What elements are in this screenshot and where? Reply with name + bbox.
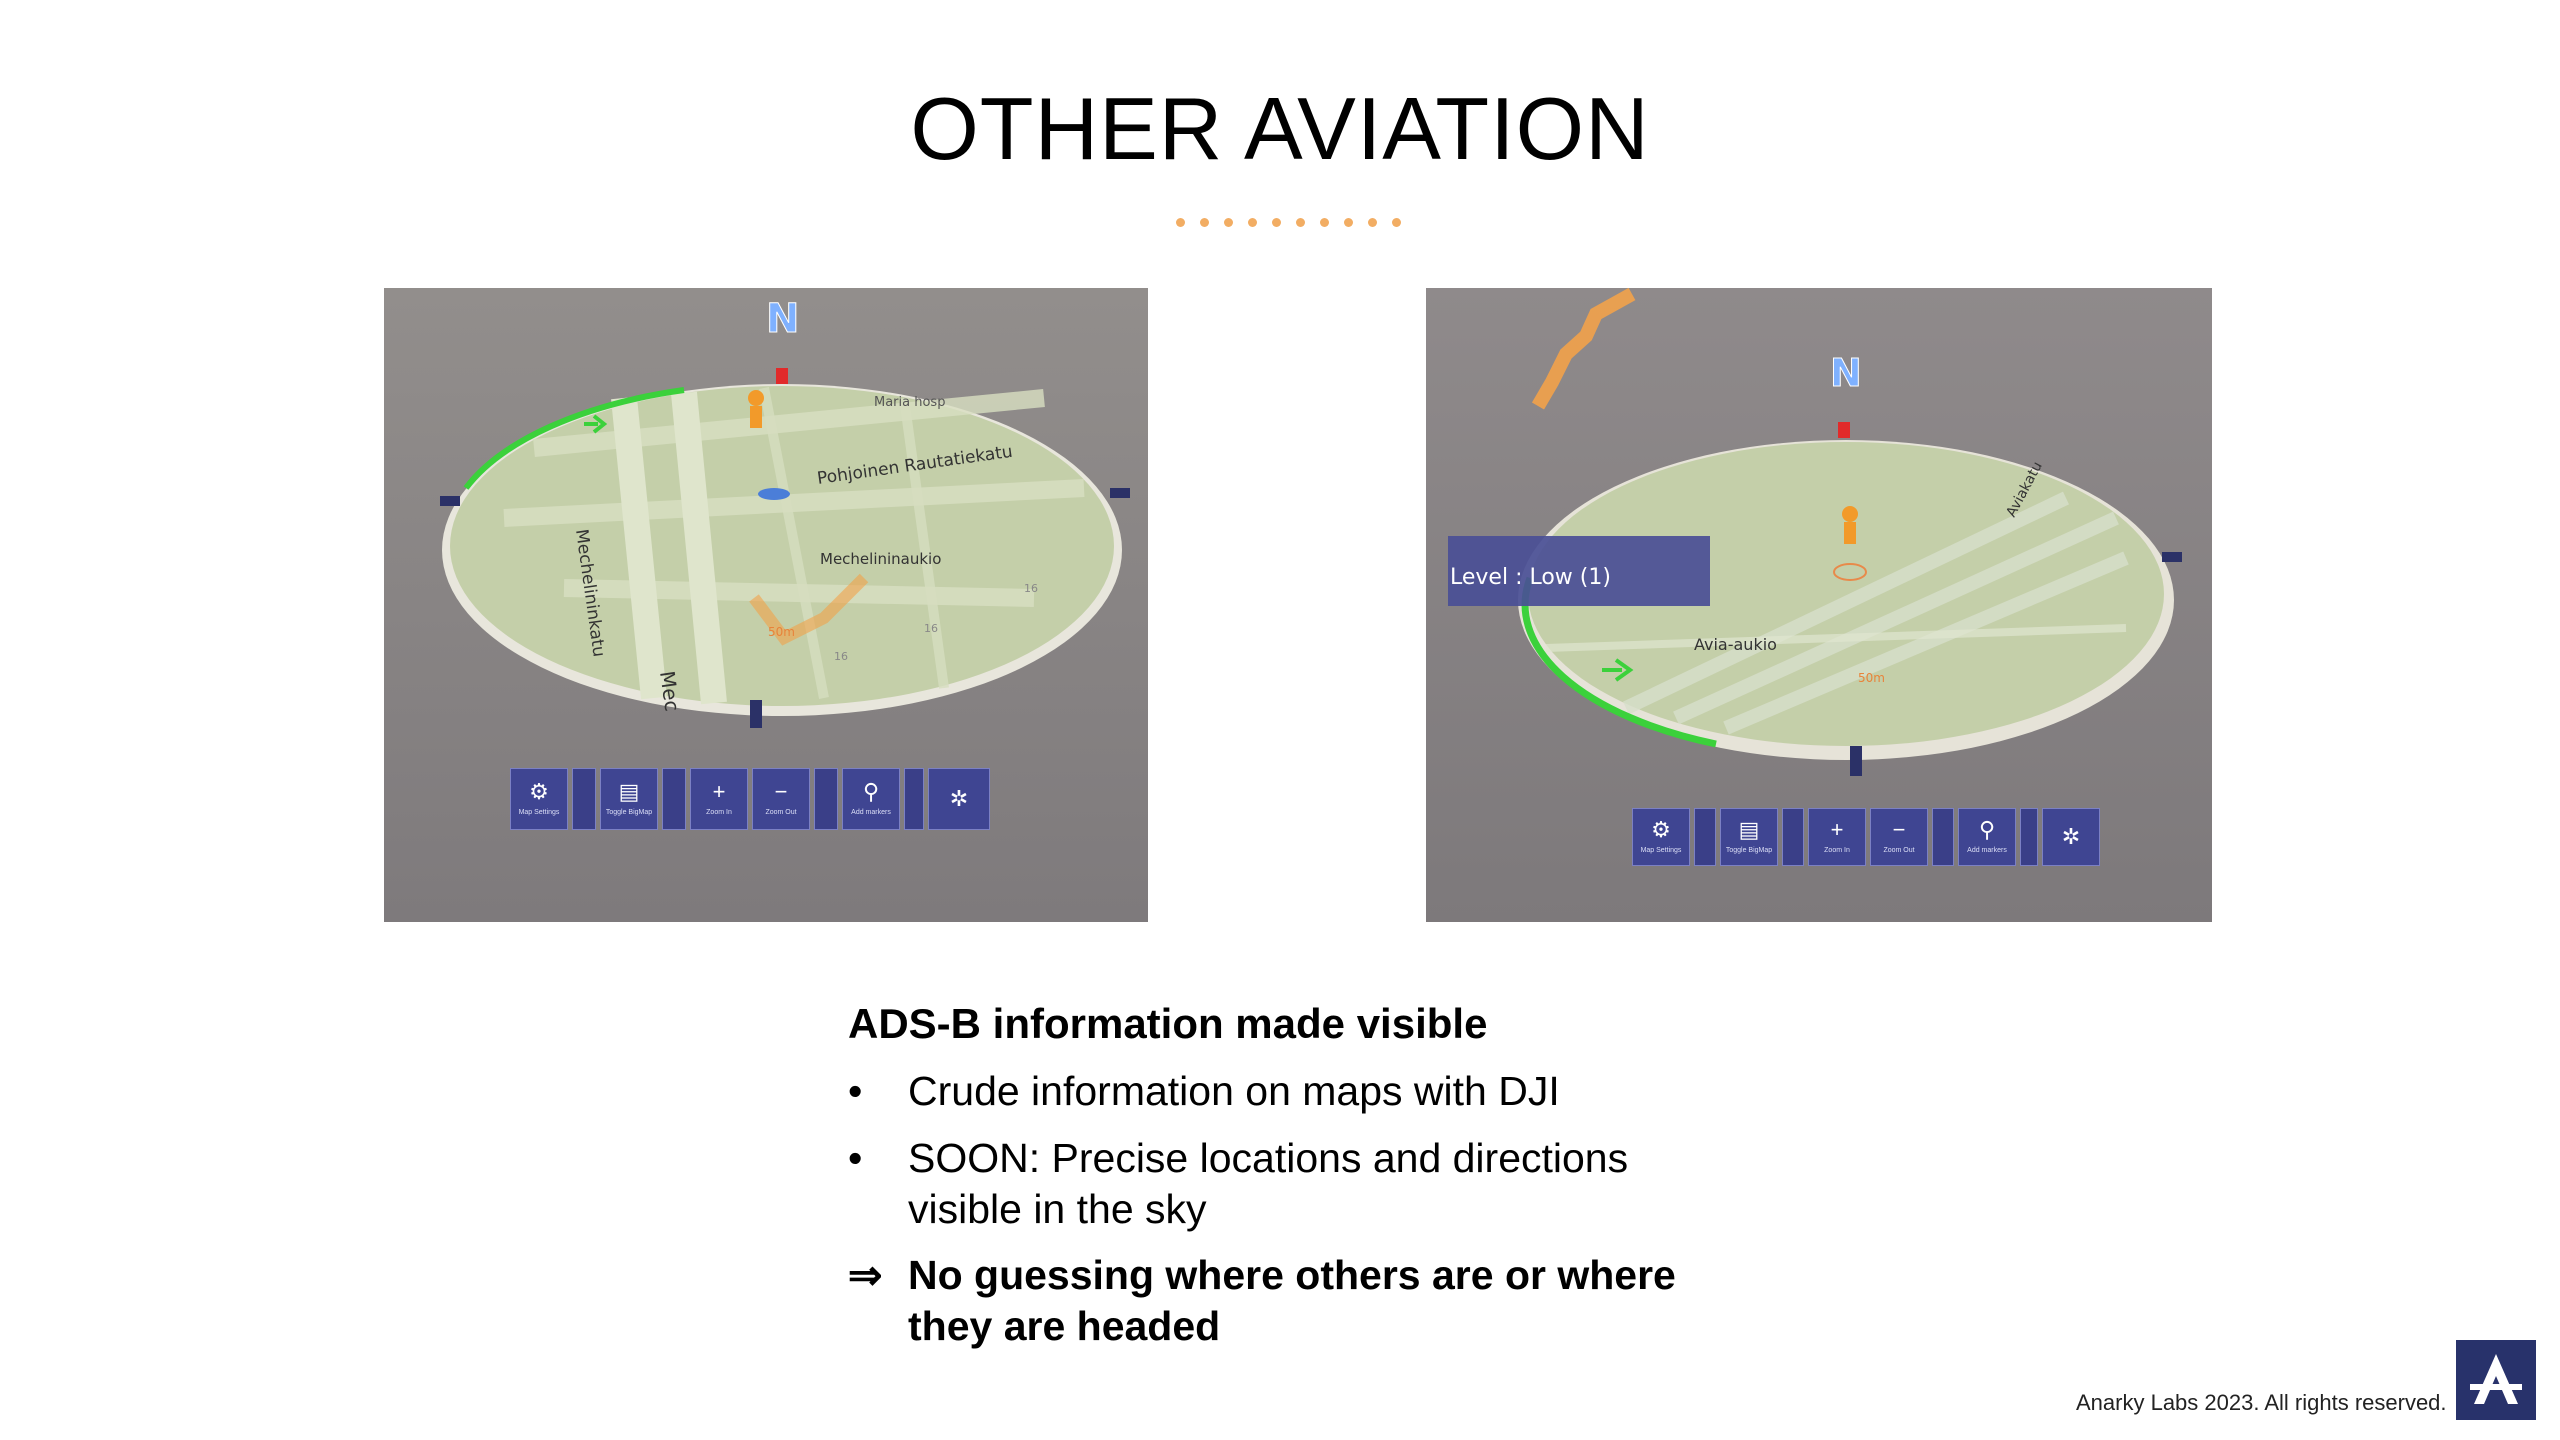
add-markers-button[interactable]: ⚲ Add markers <box>1958 808 2016 866</box>
toolbar-spacer <box>662 768 686 830</box>
copyright-footer: Anarky Labs 2023. All rights reserved. <box>2076 1390 2447 1415</box>
toolbar-spacer <box>1694 808 1716 866</box>
map-disc <box>450 386 1114 706</box>
svg-text:16: 16 <box>1024 582 1038 595</box>
north-marker <box>1838 422 1850 438</box>
minus-icon: − <box>1892 817 1906 842</box>
north-label: N <box>1830 351 1862 395</box>
conclusion-text: No guessing where others are or where th… <box>908 1252 1676 1349</box>
toolbar-spacer <box>1932 808 1954 866</box>
map-icon: ▤ <box>1738 817 1760 842</box>
map-toolbar-2: ⚙ Map Settings ▤ Toggle BigMap + Zoom In… <box>1632 808 2100 866</box>
restricted-zone-line <box>1531 288 1636 410</box>
traffic-arc <box>463 387 685 490</box>
svg-text:16: 16 <box>924 622 938 635</box>
anarky-logo <box>2456 1340 2536 1420</box>
drone-icon <box>1833 563 1867 581</box>
slide-title: OTHER AVIATION <box>910 79 1650 178</box>
svg-text:Avia-aukio: Avia-aukio <box>1694 635 1777 654</box>
level-panel <box>1448 536 1710 606</box>
map-icon: ▤ <box>618 779 640 804</box>
svg-text:50m: 50m <box>1858 671 1885 685</box>
zoom-out-button[interactable]: − Zoom Out <box>752 768 810 830</box>
svg-text:Mechelininaukio: Mechelininaukio <box>820 550 941 568</box>
bullet-text: SOON: Precise locations and directions v… <box>908 1135 1629 1232</box>
gear-icon: ⚙ <box>529 779 549 804</box>
north-label: N <box>766 296 799 342</box>
svg-text:50m: 50m <box>768 625 795 639</box>
zoom-out-button[interactable]: − Zoom Out <box>1870 808 1928 866</box>
gear-icon: ⚙ <box>1651 817 1671 842</box>
bullet-marker: • <box>848 1068 863 1114</box>
toolbar-spacer <box>814 768 838 830</box>
minus-icon: − <box>774 779 788 804</box>
collapse-button[interactable]: ✲ <box>2042 808 2100 866</box>
bullet-marker: • <box>848 1135 863 1181</box>
svg-text:16: 16 <box>834 650 848 663</box>
map-toolbar-1: ⚙ Map Settings ▤ Toggle BigMap + Zoom In… <box>510 768 990 830</box>
drone-pilot-figure <box>1842 506 1858 522</box>
collapse-icon: ✲ <box>2061 824 2081 849</box>
north-marker <box>776 368 788 384</box>
toolbar-spacer <box>572 768 596 830</box>
toggle-bigmap-button[interactable]: ▤ Toggle BigMap <box>1720 808 1778 866</box>
zoom-in-button[interactable]: + Zoom In <box>1808 808 1866 866</box>
plus-icon: + <box>712 779 726 804</box>
ar-map-screenshot-avia: N Level : Low (1) Avia-aukio Aviakatu 50… <box>1426 288 2212 922</box>
pin-icon: ⚲ <box>1978 817 1996 842</box>
map-settings-button[interactable]: ⚙ Map Settings <box>1632 808 1690 866</box>
drone-icon <box>758 488 790 500</box>
collapse-icon: ✲ <box>949 786 969 811</box>
toggle-bigmap-button[interactable]: ▤ Toggle BigMap <box>600 768 658 830</box>
add-markers-button[interactable]: ⚲ Add markers <box>842 768 900 830</box>
map-scene-1: N Maria hosp Pohjoinen Rautatiekatu Mech… <box>384 288 1148 922</box>
svg-text:Mec: Mec <box>655 669 684 713</box>
logo-icon <box>2470 1354 2522 1404</box>
arrow-icon: ⇒ <box>848 1252 883 1298</box>
collapse-button[interactable]: ✲ <box>928 768 990 830</box>
map-settings-button[interactable]: ⚙ Map Settings <box>510 768 568 830</box>
pin-icon: ⚲ <box>862 779 880 804</box>
toolbar-spacer <box>1782 808 1804 866</box>
zoom-in-button[interactable]: + Zoom In <box>690 768 748 830</box>
level-label: Level : Low (1) <box>1450 565 1611 590</box>
map-scene-2: N Level : Low (1) Avia-aukio Aviakatu 50… <box>1426 288 2212 922</box>
svg-text:Maria hosp: Maria hosp <box>874 395 945 410</box>
drone-pilot-figure <box>748 390 764 406</box>
toolbar-spacer <box>2020 808 2038 866</box>
plus-icon: + <box>1830 817 1844 842</box>
ar-map-screenshot-helsinki: N Maria hosp Pohjoinen Rautatiekatu Mech… <box>384 288 1148 922</box>
title-divider-dots <box>1176 218 1401 227</box>
traffic-arc <box>1521 576 1717 748</box>
bullet-text: Crude information on maps with DJI <box>908 1068 1560 1114</box>
map-disc <box>1528 442 2164 746</box>
section-heading: ADS-B information made visible <box>848 1000 1488 1047</box>
toolbar-spacer <box>904 768 924 830</box>
